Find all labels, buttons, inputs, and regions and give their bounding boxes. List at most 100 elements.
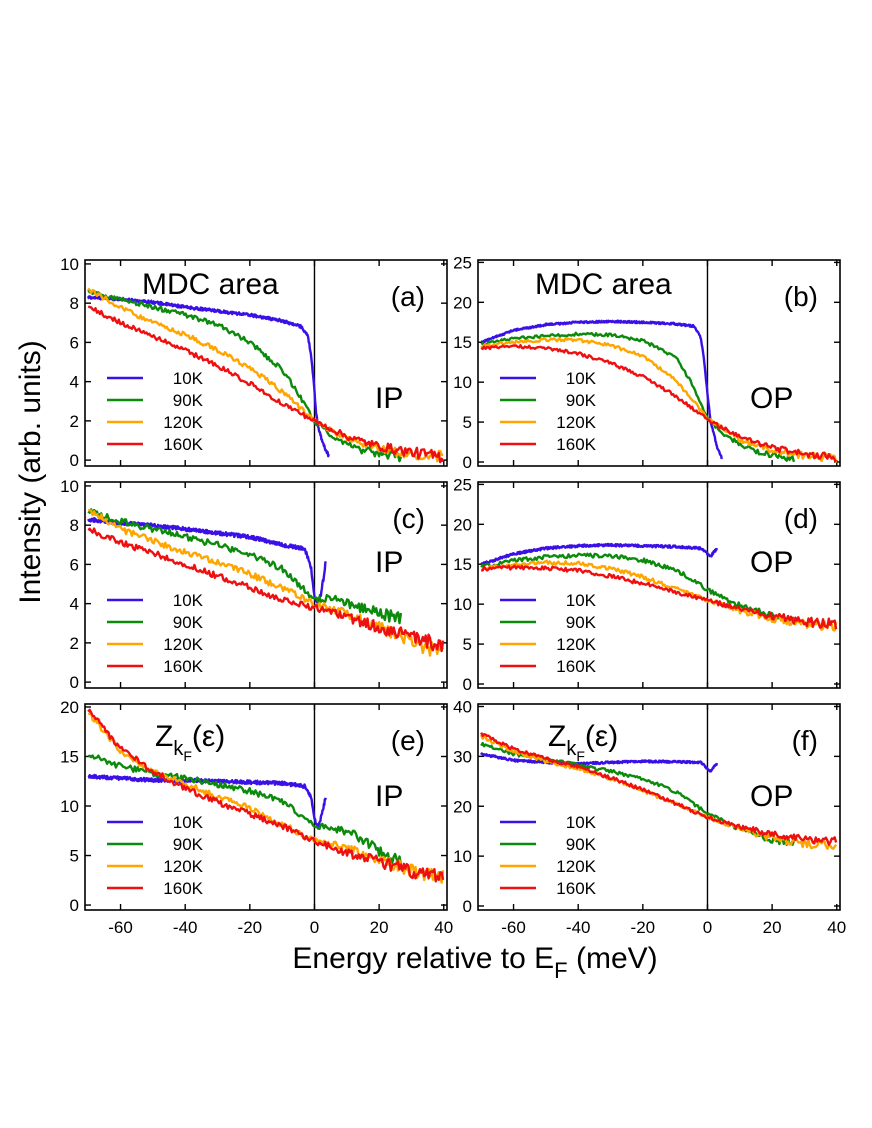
panel-letter: (b) — [784, 281, 818, 312]
y-tick-label: 0 — [70, 451, 79, 470]
y-tick-label: 4 — [70, 595, 79, 614]
legend-label-120K: 120K — [163, 857, 203, 876]
y-tick-label: 20 — [453, 515, 472, 534]
y-tick-label: 20 — [453, 293, 472, 312]
series-line-10K — [87, 773, 327, 830]
x-tick-label: 0 — [310, 918, 319, 937]
x-tick-label: 20 — [370, 918, 389, 937]
panel-frame — [477, 703, 841, 911]
y-tick-label: 10 — [60, 255, 79, 274]
series-group — [480, 542, 838, 632]
x-axis-label-unit: (meV) — [568, 942, 658, 975]
y-tick-label: 30 — [453, 747, 472, 766]
x-axis-label-subscript: F — [554, 958, 567, 983]
panel-tag: IP — [375, 546, 403, 579]
x-tick-label: 40 — [827, 918, 846, 937]
y-tick-label: 15 — [453, 333, 472, 352]
series-line-10K — [480, 542, 719, 566]
legend-label-10K: 10K — [566, 369, 597, 388]
legend-label-160K: 160K — [556, 435, 596, 454]
series-group — [480, 732, 838, 850]
legend-label-120K: 120K — [163, 413, 203, 432]
series-line-10K — [87, 295, 330, 458]
series-line-10K — [480, 319, 723, 460]
y-tick-label: 20 — [453, 797, 472, 816]
panel-title-paren: (ε) — [585, 720, 618, 753]
series-line-120K — [87, 287, 444, 463]
panel-title: MDC area — [535, 268, 672, 301]
legend-label-10K: 10K — [566, 813, 597, 832]
y-tick-label: 10 — [453, 847, 472, 866]
panel-letter: (e) — [391, 725, 425, 756]
y-tick-label: 25 — [453, 253, 472, 272]
series-group — [480, 319, 838, 464]
y-tick-label: 8 — [70, 294, 79, 313]
y-tick-label: 0 — [70, 896, 79, 915]
x-axis-label-text: Energy relative to E — [292, 942, 554, 975]
panel-title-subsub: F — [183, 748, 192, 764]
panel-title: MDC area — [142, 268, 279, 301]
y-tick-label: 6 — [70, 333, 79, 352]
legend-label-90K: 90K — [173, 613, 204, 632]
y-tick-label: 8 — [70, 516, 79, 535]
y-tick-label: 10 — [60, 797, 79, 816]
y-tick-label: 2 — [70, 634, 79, 653]
panel-tag: OP — [750, 546, 793, 579]
x-tick-label: -60 — [108, 918, 133, 937]
series-line-160K — [481, 564, 838, 630]
series-group — [87, 287, 445, 464]
legend-label-10K: 10K — [173, 813, 204, 832]
panel-title-sub: k — [173, 738, 184, 760]
panel-title-z: Z — [548, 720, 566, 753]
panel-frame — [84, 259, 448, 467]
y-tick-label: 0 — [463, 897, 472, 916]
panel-title-sub: k — [566, 738, 577, 760]
x-tick-label: -20 — [238, 918, 263, 937]
series-line-10K — [480, 752, 719, 773]
svg-text:Energy relative to EF (meV): Energy relative to EF (meV) — [292, 942, 657, 983]
y-tick-label: 25 — [453, 475, 472, 494]
y-tick-label: 0 — [463, 675, 472, 694]
series-line-160K — [87, 708, 445, 883]
panel-title: ZkF(ε) — [548, 720, 618, 764]
legend-label-160K: 160K — [556, 879, 596, 898]
y-tick-label: 10 — [453, 595, 472, 614]
panel-tag: OP — [750, 382, 793, 415]
legend-label-120K: 120K — [163, 635, 203, 654]
panel-tag: OP — [750, 780, 793, 813]
legend-label-160K: 160K — [163, 435, 203, 454]
y-tick-label: 0 — [70, 673, 79, 692]
y-tick-label: 2 — [70, 412, 79, 431]
panel-letter: (d) — [784, 503, 818, 534]
series-line-90K — [87, 289, 403, 463]
y-tick-label: 5 — [463, 413, 472, 432]
series-line-90K — [87, 754, 403, 865]
panel-tag: IP — [375, 780, 403, 813]
panel-frame — [84, 703, 448, 911]
y-tick-label: 40 — [453, 697, 472, 716]
legend-label-160K: 160K — [163, 657, 203, 676]
panel-title-z: Z — [155, 720, 173, 753]
panel-title-subsub: F — [576, 748, 585, 764]
series-group — [87, 508, 445, 657]
legend-label-90K: 90K — [173, 835, 204, 854]
y-tick-label: 5 — [70, 847, 79, 866]
y-tick-label: 10 — [453, 373, 472, 392]
legend-label-10K: 10K — [566, 591, 597, 610]
panel-letter: (c) — [392, 503, 425, 534]
legend-label-160K: 160K — [556, 657, 596, 676]
x-tick-label: -40 — [173, 918, 198, 937]
y-tick-label: 0 — [463, 453, 472, 472]
y-tick-label: 20 — [60, 698, 79, 717]
series-line-160K — [480, 344, 838, 463]
y-tick-label: 4 — [70, 373, 79, 392]
